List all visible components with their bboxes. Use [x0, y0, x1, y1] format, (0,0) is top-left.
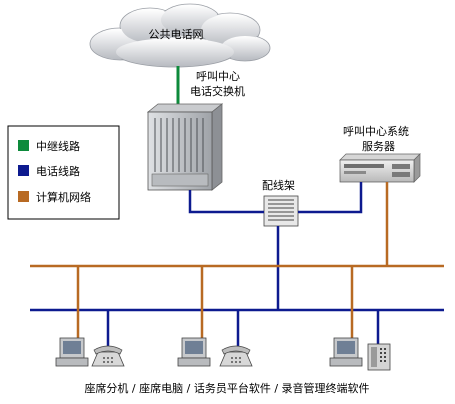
server-label-line1: 呼叫中心系统: [343, 125, 409, 138]
agent-phone-1: [91, 345, 125, 367]
server-label-line2: 服务器: [362, 140, 395, 153]
switch-label-line1: 呼叫中心: [196, 70, 240, 83]
distribution-frame-label: 配线架: [262, 178, 295, 192]
distribution-frame: [263, 195, 299, 227]
public-telephone-network-cloud: 公共电话网: [89, 3, 271, 68]
legend-swatch-phone: [18, 165, 29, 176]
legend: 中继线路 电话线路 计算机网络: [7, 125, 120, 220]
computer-network-lines: [30, 182, 444, 342]
phone-lines: [30, 182, 444, 348]
legend-label-network: 计算机网络: [36, 190, 91, 204]
desk-phone-3: [367, 343, 391, 371]
legend-label-trunk: 中继线路: [36, 139, 80, 153]
agent-computer-1: [55, 337, 89, 367]
legend-label-phone: 电话线路: [36, 164, 80, 178]
recording-computer: [329, 337, 363, 367]
agent-phone-2: [219, 345, 253, 367]
cloud-label: 公共电话网: [149, 28, 204, 41]
bottom-caption: 座席分机 / 座席电脑 / 话务员平台软件 / 录音管理终端软件: [84, 381, 369, 395]
legend-swatch-trunk: [18, 140, 29, 151]
call-center-server: [339, 153, 421, 183]
legend-swatch-network: [18, 191, 29, 202]
switch-label-line2: 电话交换机: [190, 84, 245, 98]
pbx-switch-cabinet: [146, 103, 224, 191]
agent-computer-2: [177, 337, 211, 367]
